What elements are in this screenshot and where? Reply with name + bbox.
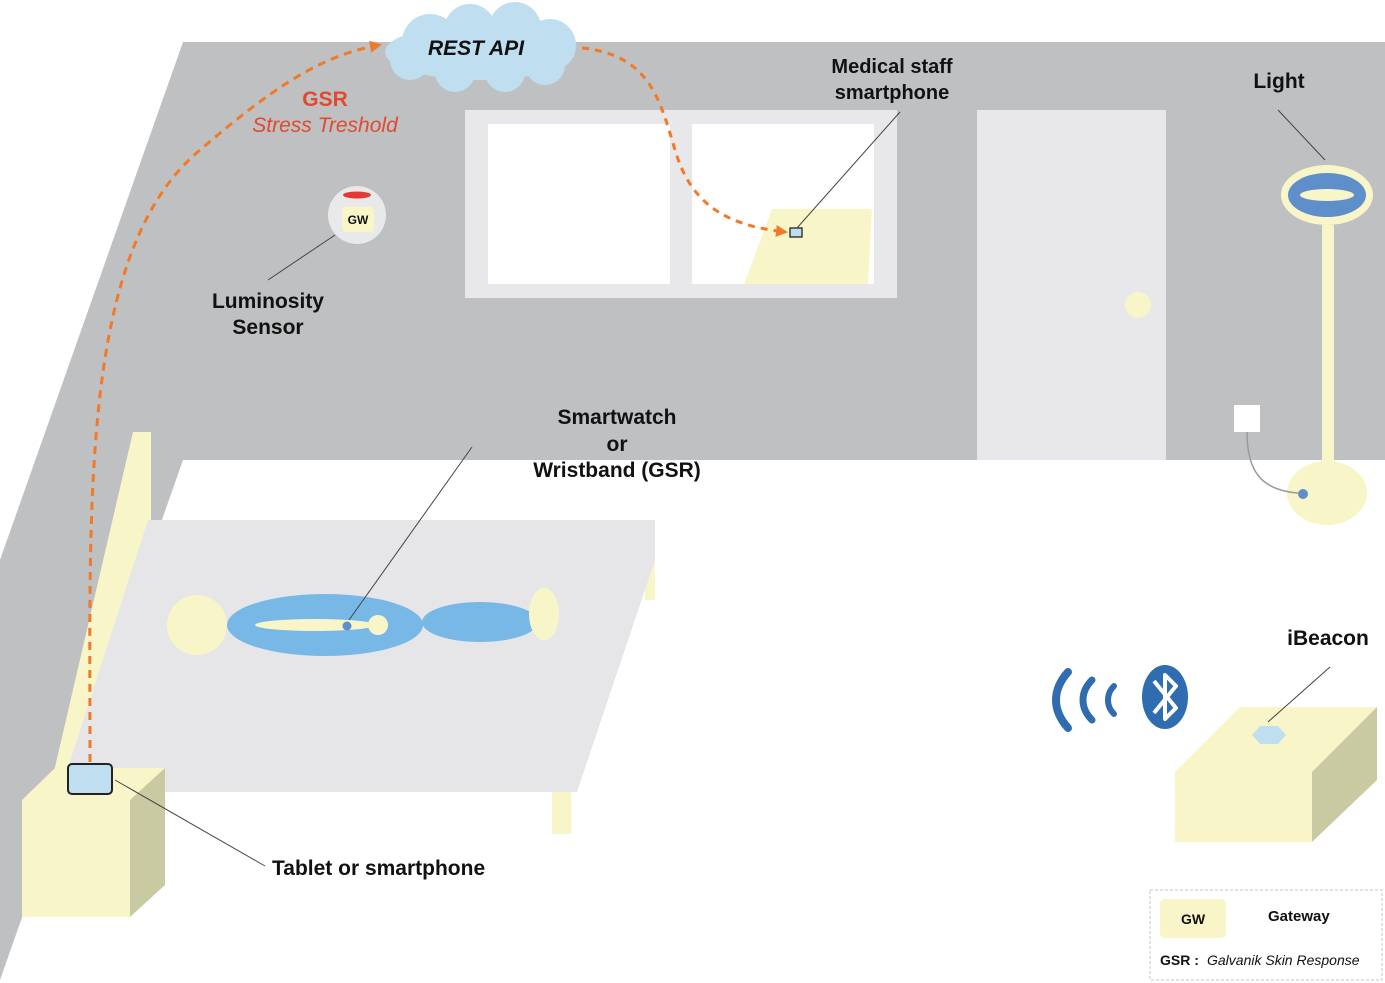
medical-staff-label: Medical staff <box>831 56 952 78</box>
light-pointer <box>1277 109 1326 161</box>
smartwatch-label-2: or <box>607 433 628 456</box>
ibeacon-label: iBeacon <box>1287 627 1369 650</box>
medical-staff-label-2: smartphone <box>835 82 949 104</box>
tablet-device <box>67 763 113 795</box>
patient-legs <box>422 602 538 642</box>
legend-gw-key: GW <box>1181 911 1206 927</box>
stress-threshold-label: Stress Treshold <box>252 114 399 137</box>
luminosity-label: Luminosity <box>212 290 324 313</box>
luminosity-label-2: Sensor <box>232 316 303 339</box>
left-wall <box>0 42 183 980</box>
lamp-switch-dot <box>1298 489 1308 499</box>
gsr-label: GSR <box>302 88 348 111</box>
patient-head <box>167 595 227 655</box>
bluetooth-icon <box>1142 665 1188 729</box>
tablet-label: Tablet or smartphone <box>272 857 485 880</box>
rest-api-cloud <box>385 2 576 92</box>
door-knob <box>1125 292 1151 318</box>
gw-badge <box>342 207 374 232</box>
bedside-table <box>22 763 266 917</box>
patient <box>167 446 559 656</box>
rest-api-label: REST API <box>428 37 525 60</box>
staff-smartphone-device <box>789 111 901 238</box>
luminosity-sensor: GW <box>267 186 386 281</box>
bed-mattress <box>60 520 655 792</box>
bed <box>52 432 655 834</box>
legend-gw-swatch <box>1160 899 1226 938</box>
door <box>977 110 1166 460</box>
smartwatch-label: Smartwatch <box>557 406 676 429</box>
wifi-waves-icon <box>1052 668 1117 732</box>
light-label: Light <box>1253 70 1304 93</box>
legend: GW Gateway GSR : Galvanik Skin Response <box>1149 889 1383 981</box>
wall-plug <box>1234 405 1260 432</box>
bed-headboard <box>52 432 151 780</box>
smartwatch-label-3: Wristband (GSR) <box>533 459 701 482</box>
ibeacon-chip <box>1252 726 1286 744</box>
gw-badge-label: GW <box>348 213 369 227</box>
wristband-dot <box>342 621 352 631</box>
ibeacon-box <box>1175 666 1377 842</box>
window <box>465 110 897 298</box>
patient-feet <box>529 588 559 640</box>
legend-gsr-abbr: GSR : <box>1160 952 1199 968</box>
legend-gw-value: Gateway <box>1268 908 1330 925</box>
legend-gsr-definition: Galvanik Skin Response <box>1207 952 1360 968</box>
floor-lamp <box>1234 165 1373 525</box>
